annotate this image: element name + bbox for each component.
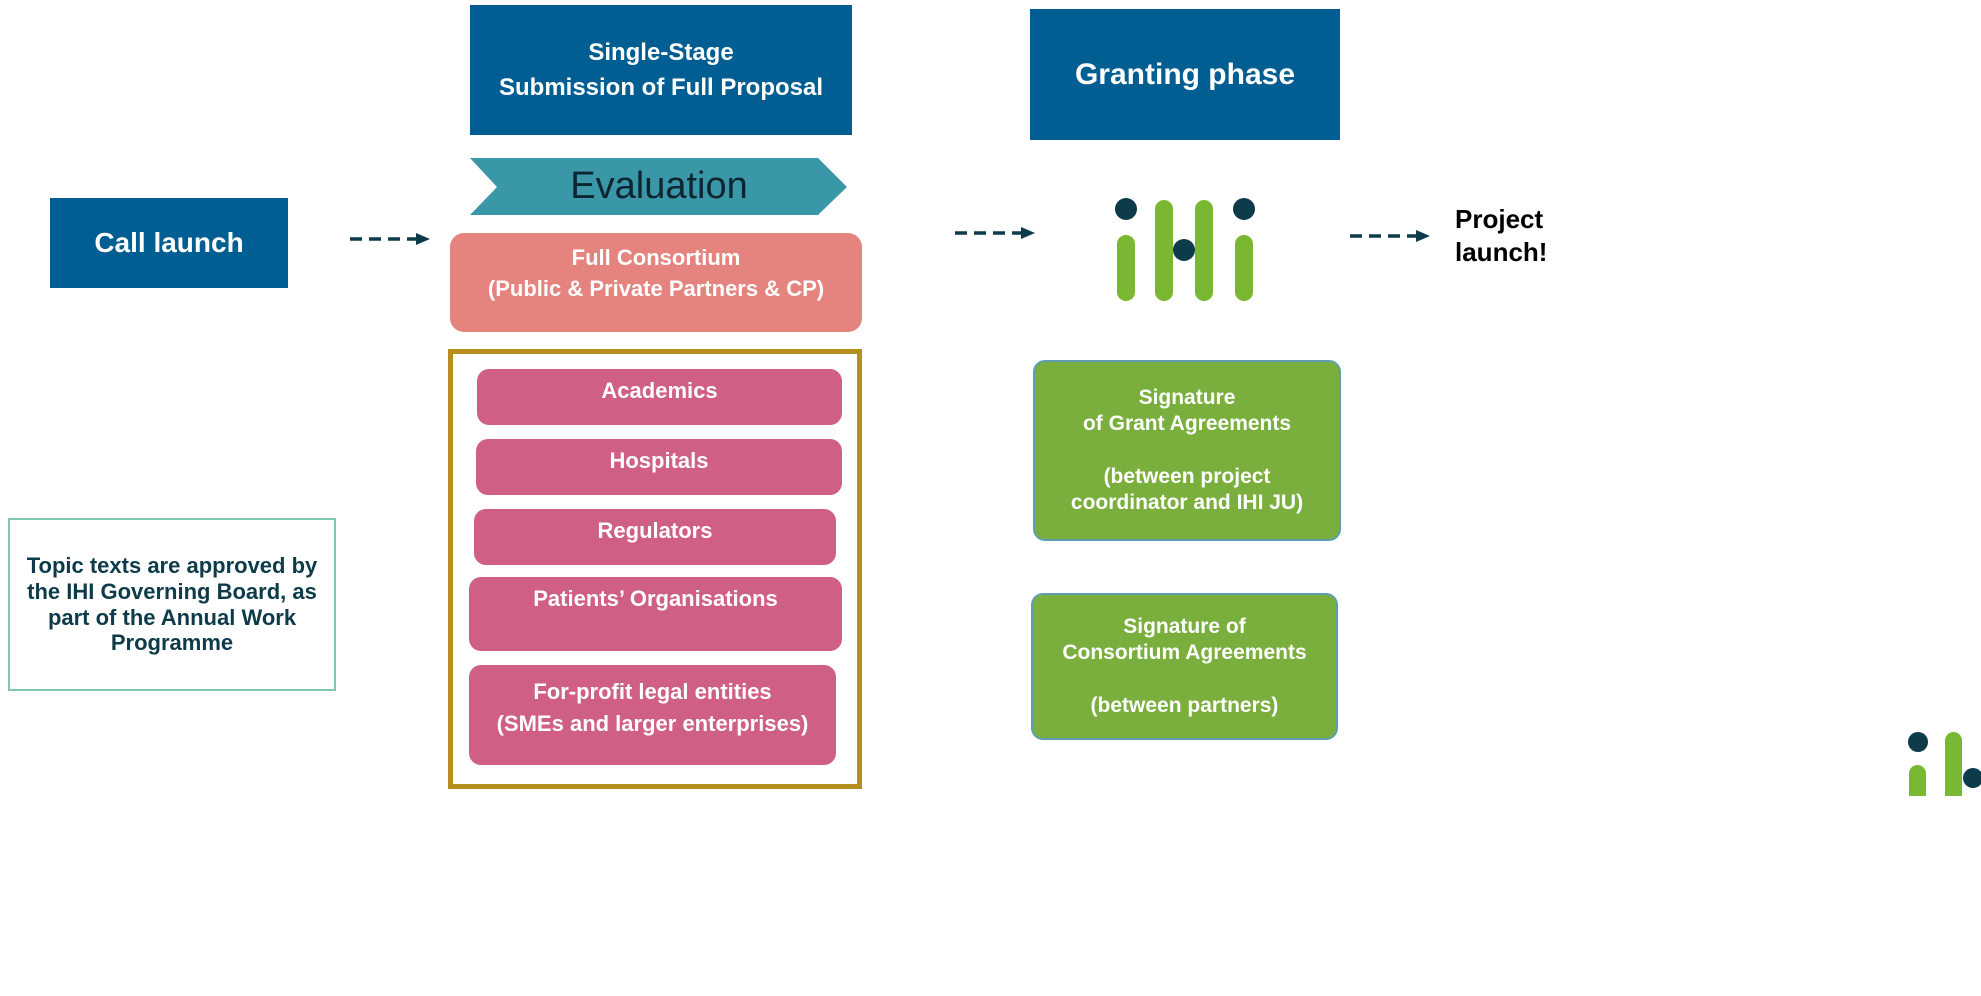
dashed-arrow-icon xyxy=(1350,230,1430,242)
member-label: Academics xyxy=(601,378,718,403)
full-consortium-box: Full Consortium (Public & Private Partne… xyxy=(450,233,862,332)
member-hospitals: Hospitals xyxy=(476,439,842,495)
project-launch-label: Project launch! xyxy=(1455,204,1548,267)
call-launch-box: Call launch xyxy=(50,198,288,288)
dashed-arrow-icon xyxy=(955,227,1035,239)
consortium-agreements-label: Signature of Consortium Agreements (betw… xyxy=(1062,615,1307,717)
ihi-logo-icon xyxy=(1115,198,1255,301)
member-for-profit-entities: For-profit legal entities (SMEs and larg… xyxy=(469,665,836,765)
member-label: For-profit legal entities (SMEs and larg… xyxy=(496,679,809,736)
grant-agreements-label: Signature of Grant Agreements (between p… xyxy=(1070,386,1304,514)
consortium-members-frame xyxy=(448,349,862,789)
dashed-arrow-icon xyxy=(350,233,430,245)
call-launch-label: Call launch xyxy=(94,227,244,258)
member-academics: Academics xyxy=(477,369,842,425)
full-consortium-label: Full Consortium (Public & Private Partne… xyxy=(487,245,825,301)
member-label: Patients’ Organisations xyxy=(533,586,778,611)
member-regulators: Regulators xyxy=(474,509,836,565)
evaluation-label: Evaluation xyxy=(570,165,748,207)
topic-note-box: Topic texts are approved by the IHI Gove… xyxy=(8,518,336,691)
member-label: Regulators xyxy=(597,518,713,543)
granting-phase-label: Granting phase xyxy=(1074,57,1296,91)
consortium-agreements-box: Signature of Consortium Agreements (betw… xyxy=(1031,593,1338,740)
submission-label: Single-Stage Submission of Full Proposal xyxy=(498,39,824,101)
member-label: Hospitals xyxy=(609,448,709,473)
grant-agreements-box: Signature of Grant Agreements (between p… xyxy=(1033,360,1341,541)
granting-phase-box: Granting phase xyxy=(1030,9,1340,140)
member-patients-organisations: Patients’ Organisations xyxy=(469,577,842,651)
topic-note-text: Topic texts are approved by the IHI Gove… xyxy=(26,552,318,656)
ihi-logo-icon xyxy=(1908,732,1981,796)
evaluation-chevron xyxy=(470,158,847,215)
submission-box: Single-Stage Submission of Full Proposal xyxy=(470,5,852,135)
